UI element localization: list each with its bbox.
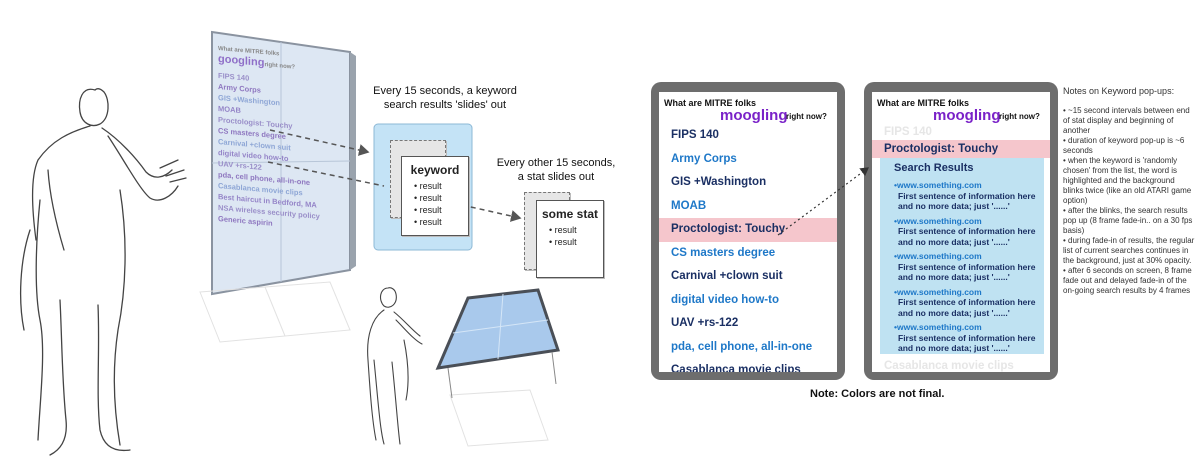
result-url-text: www.something.com	[896, 180, 982, 190]
search-term-item: Casablanca movie clips	[671, 364, 801, 372]
stat-caption: Every other 15 seconds, a stat slides ou…	[496, 157, 616, 183]
search-term-item: UAV +rs-122	[671, 317, 739, 329]
header-right-now: right now?	[999, 112, 1040, 121]
person-sketch-large	[19, 88, 187, 456]
keyword-result: result	[414, 204, 468, 216]
note-item: duration of keyword pop-up is ~6 seconds	[1063, 136, 1195, 156]
result-url: •www.something.com	[894, 322, 982, 332]
note-item: after 6 seconds on screen, 8 frame fade …	[1063, 266, 1195, 296]
keyword-result: result	[414, 216, 468, 228]
note-item: during fade-in of results, the regular l…	[1063, 236, 1195, 266]
keyword-result: result	[414, 192, 468, 204]
keyword-caption: Every 15 seconds, a keyword search resul…	[373, 85, 517, 111]
result-line: First sentence of information here	[898, 190, 1036, 201]
mockup-list-screen: What are MITRE folks moogling right now?…	[659, 92, 837, 372]
notes-panel: Notes on Keyword pop-ups: ~15 second int…	[1063, 86, 1195, 296]
result-line: First sentence of information here	[898, 226, 1036, 236]
search-term-item: GIS +Washington	[671, 176, 767, 188]
result-url: •www.something.com	[894, 251, 982, 261]
result-line: First sentence of information here	[898, 297, 1036, 307]
highlighted-keyword: Proctologist: Touchy	[659, 218, 837, 242]
result-url: •www.something.com	[894, 215, 982, 226]
faded-list-item: Casablanca movie clips	[884, 360, 1014, 372]
search-term-item: CS masters degree	[671, 246, 776, 259]
result-line: and no more data; just '......'	[898, 272, 1010, 282]
notes-title: Notes on Keyword pop-ups:	[1063, 86, 1175, 96]
concept-sketch: What are MITRE folks googlingright now? …	[0, 0, 640, 474]
wall-header-big: googling	[218, 53, 265, 70]
person-sketch-small	[367, 287, 423, 445]
mockup-list-view: What are MITRE folks moogling right now?…	[651, 82, 845, 380]
result-line: First sentence of information here	[898, 332, 1036, 343]
wall-header-tail: right now?	[264, 62, 296, 71]
header-moogling: moogling	[720, 107, 788, 124]
stat-result: result	[549, 236, 603, 248]
result-url-text: www.something.com	[896, 215, 982, 226]
colors-note: Note: Colors are not final.	[810, 388, 945, 400]
result-url-text: www.something.com	[896, 286, 982, 297]
result-url: •www.something.com	[894, 180, 982, 190]
header-right-now: right now?	[786, 112, 827, 121]
keyword-result: result	[414, 180, 468, 192]
search-term-item: FIPS 140	[671, 129, 719, 141]
stat-card-title: some stat	[541, 207, 599, 221]
result-url-text: www.something.com	[896, 322, 982, 332]
mockup-results-view: What are MITRE folks moogling right now?…	[864, 82, 1058, 380]
result-line: and no more data; just '......'	[898, 343, 1010, 353]
result-url: •www.something.com	[894, 286, 982, 297]
note-item: after the blinks, the search results pop…	[1063, 206, 1195, 236]
header-question: What are MITRE folks	[877, 98, 970, 108]
note-item: when the keyword is 'randomly chosen' fr…	[1063, 156, 1195, 206]
header-question: What are MITRE folks	[664, 98, 757, 108]
stat-result: result	[549, 224, 603, 236]
search-results-title: Search Results	[894, 162, 974, 174]
stat-card: some stat result result	[536, 200, 604, 278]
search-term-item: pda, cell phone, all-in-one	[671, 340, 813, 353]
search-term-item: Army Corps	[671, 152, 737, 165]
result-line: and no more data; just '......'	[898, 201, 1010, 211]
faded-list-item: FIPS 140	[884, 126, 932, 138]
result-line: and no more data; just '......'	[898, 307, 1010, 318]
keyword-card: keyword result result result result	[401, 156, 469, 236]
highlighted-keyword: Proctologist: Touchy	[872, 140, 1050, 158]
note-item: ~15 second intervals between end of stat…	[1063, 106, 1195, 136]
wall-display-text: What are MITRE folks googlingright now? …	[218, 46, 346, 235]
search-term-item: Carnival +clown suit	[671, 270, 783, 282]
search-term-item: MOAB	[671, 199, 707, 212]
mockup-results-screen: What are MITRE folks moogling right now?…	[872, 92, 1050, 372]
header-moogling: moogling	[933, 107, 1001, 124]
search-term-item: digital video how-to	[671, 293, 779, 306]
result-line: First sentence of information here	[898, 261, 1036, 272]
keyword-card-title: keyword	[410, 163, 460, 177]
result-line: and no more data; just '......'	[898, 236, 1010, 247]
result-url-text: www.something.com	[896, 251, 982, 261]
